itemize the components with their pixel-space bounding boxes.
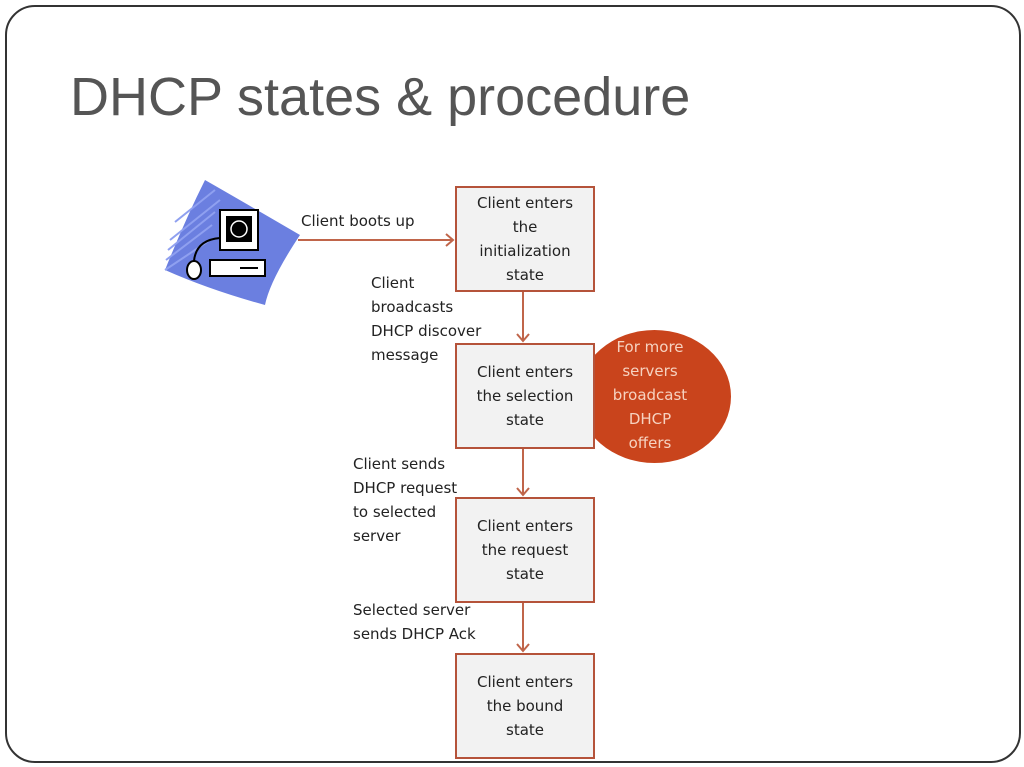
label-ack: Selected server sends DHCP Ack <box>353 601 476 643</box>
offers-note: For more servers broadcast DHCP offers <box>612 338 688 452</box>
state-initialization: Client enters the initialization state <box>455 186 595 292</box>
offers-oval <box>578 330 731 463</box>
label-discover: Client broadcasts DHCP discover message <box>371 274 482 364</box>
computer-icon <box>164 180 300 305</box>
slide-title: DHCP states & procedure <box>70 67 691 127</box>
state-request: Client enters the request state <box>455 497 595 603</box>
state-bound: Client enters the bound state <box>455 653 595 759</box>
label-boot: Client boots up <box>301 212 415 230</box>
state-selection: Client enters the selection state <box>455 343 595 449</box>
label-request: Client sends DHCP request to selected se… <box>353 455 458 545</box>
